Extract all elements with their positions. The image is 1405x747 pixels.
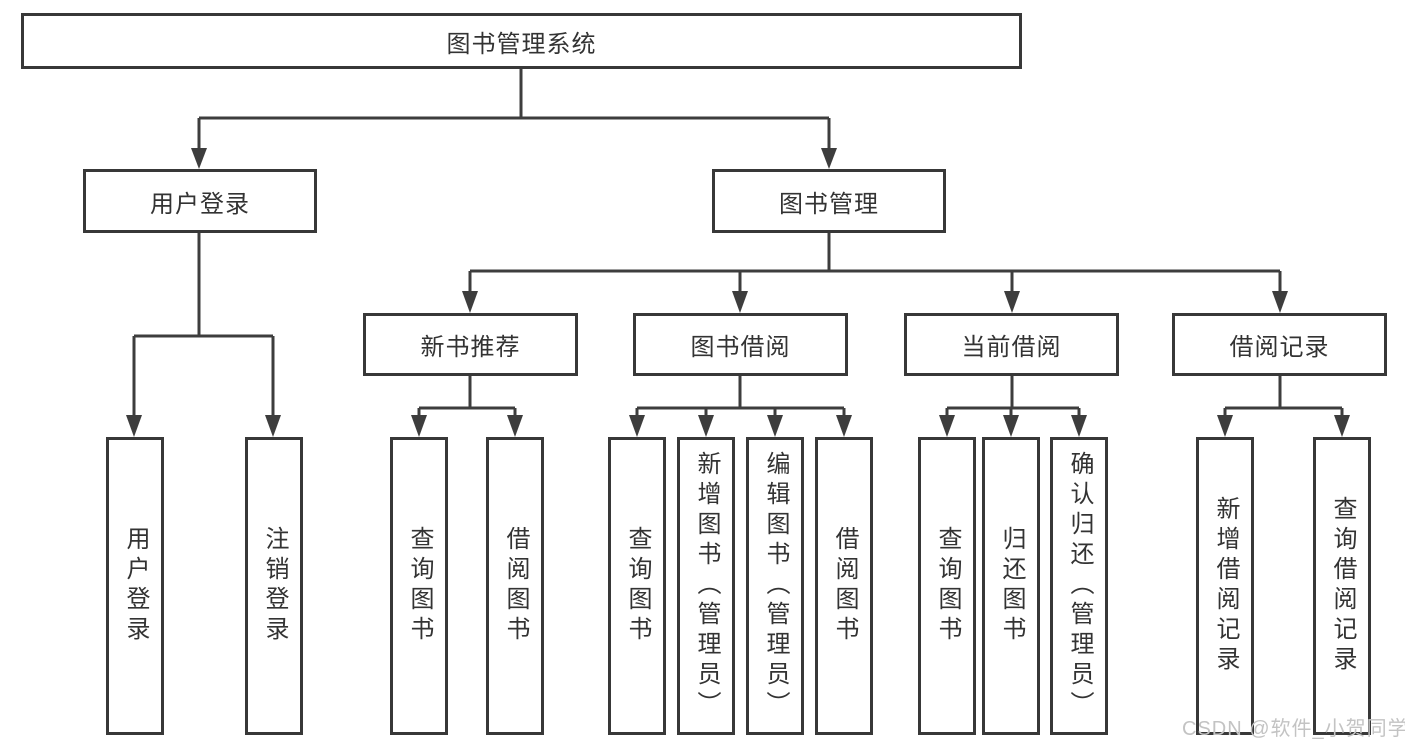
node-search-books-recommendation: 查询图书: [390, 437, 448, 735]
node-label: 确认归还（管理员）: [1066, 451, 1093, 721]
csdn-watermark: CSDN @软件_小贺同学: [1182, 718, 1405, 740]
node-label: 用户登录: [150, 190, 250, 218]
node-search-books-borrowing: 查询图书: [608, 437, 666, 735]
node-borrow-books-borrowing: 借阅图书: [815, 437, 873, 735]
node-label: 图书管理系统: [446, 30, 597, 58]
node-label: 借阅图书: [831, 526, 858, 646]
node-label: 当前借阅: [961, 334, 1062, 361]
node-label: 新书推荐: [420, 334, 521, 361]
node-label: 新增借阅记录: [1212, 496, 1239, 676]
node-user-login-leaf: 用户登录: [106, 437, 164, 735]
node-label: 查询图书: [406, 526, 433, 646]
node-borrowing-records: 借阅记录: [1172, 313, 1387, 376]
node-label: 查询借阅记录: [1329, 496, 1356, 676]
node-label: 注销登录: [261, 526, 288, 646]
node-book-borrowing: 图书借阅: [633, 313, 848, 376]
node-label: 图书借阅: [690, 334, 791, 361]
node-label: 图书管理: [779, 190, 879, 218]
node-search-books-current: 查询图书: [918, 437, 976, 735]
node-label: 编辑图书（管理员）: [762, 451, 789, 721]
node-add-books-admin: 新增图书（管理员）: [677, 437, 735, 735]
node-book-management: 图书管理: [712, 169, 946, 233]
node-current-borrowing: 当前借阅: [904, 313, 1119, 376]
node-logout: 注销登录: [245, 437, 303, 735]
node-library-management-system: 图书管理系统: [21, 13, 1022, 69]
node-add-borrow-record: 新增借阅记录: [1196, 437, 1254, 735]
node-label: 查询图书: [934, 526, 961, 646]
node-label: 用户登录: [122, 526, 149, 646]
node-return-books: 归还图书: [982, 437, 1040, 735]
node-edit-books-admin: 编辑图书（管理员）: [746, 437, 804, 735]
node-label: 借阅图书: [502, 526, 529, 646]
node-label: 新增图书（管理员）: [693, 451, 720, 721]
node-label: 归还图书: [998, 526, 1025, 646]
node-label: 借阅记录: [1229, 334, 1330, 361]
node-search-borrow-record: 查询借阅记录: [1313, 437, 1371, 735]
node-confirm-return-admin: 确认归还（管理员）: [1050, 437, 1108, 735]
node-borrow-books-recommendation: 借阅图书: [486, 437, 544, 735]
node-new-book-recommendation: 新书推荐: [363, 313, 578, 376]
node-label: 查询图书: [624, 526, 651, 646]
node-user-login: 用户登录: [83, 169, 317, 233]
